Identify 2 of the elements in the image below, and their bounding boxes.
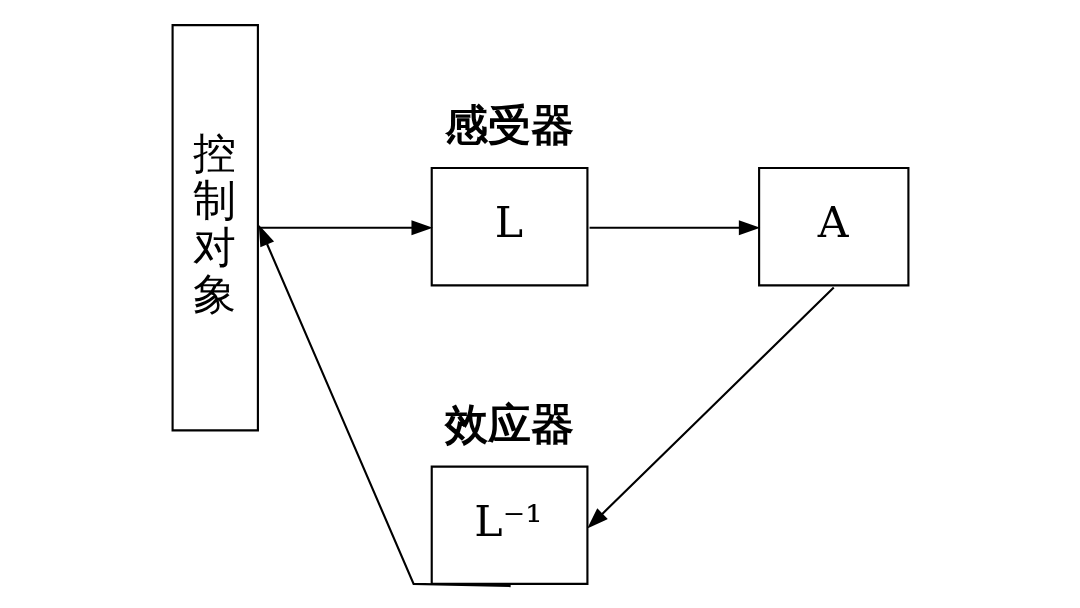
node-label: 感受器 [444,100,574,151]
node-label: 效应器 [444,398,574,449]
